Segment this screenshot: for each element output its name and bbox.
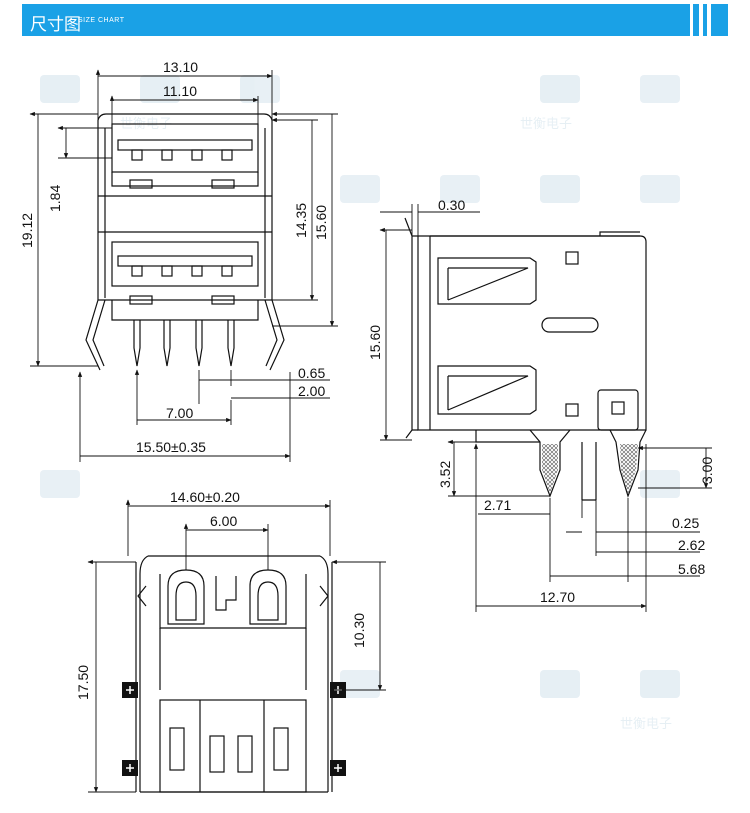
watermark-text: 世衡电子 — [520, 117, 572, 132]
dim-pin-pitch: 2.00 — [298, 383, 325, 399]
bottom-view-mounts — [122, 682, 346, 776]
header-title: 尺寸图 — [30, 15, 81, 35]
dim-upper-height: 10.30 — [351, 613, 367, 648]
side-view — [404, 217, 647, 501]
side-view-hatches — [542, 444, 638, 494]
dim-offset: 1.84 — [47, 185, 63, 212]
front-view — [85, 113, 285, 371]
bottom-view-labels: 14.60±0.20 6.00 17.50 10.30 — [75, 489, 367, 700]
dim-total-height: 17.50 — [75, 665, 91, 700]
front-view-labels: 13.10 11.10 19.12 1.84 14.35 15.60 0.65 … — [19, 59, 329, 455]
header-bar: 尺寸图 SIZE CHART — [22, 4, 690, 36]
dim-leg-span: 15.50±0.35 — [136, 439, 206, 455]
dim-overall-width: 13.10 — [163, 59, 198, 75]
dim-body-height: 14.35 — [293, 203, 309, 238]
dim-inner-width: 11.10 — [163, 83, 197, 99]
header-accent-stripe — [711, 4, 728, 36]
dim-overall-height: 19.12 — [19, 213, 35, 248]
watermark-text: 世衡电子 — [620, 717, 672, 732]
dim-shell-height: 15.60 — [313, 205, 329, 240]
dim-post-offset: 5.68 — [678, 561, 705, 577]
bottom-view — [135, 555, 333, 793]
front-view-dimensions — [30, 70, 338, 462]
side-view-labels: 0.30 15.60 3.52 3.00 2.71 0.25 2.62 5.68… — [367, 197, 715, 605]
dim-center-span: 6.00 — [210, 513, 237, 529]
header-accent-stripe — [693, 4, 699, 36]
header-accent-stripe — [703, 4, 707, 36]
dim-pin-thickness: 0.25 — [672, 515, 699, 531]
dim-tail-length: 3.52 — [437, 461, 453, 488]
header: 尺寸图 SIZE CHART — [0, 0, 750, 38]
dim-shell-thickness: 0.30 — [438, 197, 465, 213]
dim-pin-row-offset: 2.62 — [678, 537, 705, 553]
dim-bottom-width: 14.60±0.20 — [170, 489, 240, 505]
bottom-view-dimensions — [88, 500, 386, 792]
dim-pin-width: 0.65 — [298, 365, 325, 381]
dim-side-height: 15.60 — [367, 325, 383, 360]
dim-pin-span: 7.00 — [166, 405, 193, 421]
dim-pin-offset: 2.71 — [484, 497, 511, 513]
dim-depth: 12.70 — [540, 589, 575, 605]
dim-post-length: 3.00 — [699, 457, 715, 484]
header-subtitle: SIZE CHART — [78, 17, 125, 24]
side-view-dimensions — [380, 204, 712, 612]
